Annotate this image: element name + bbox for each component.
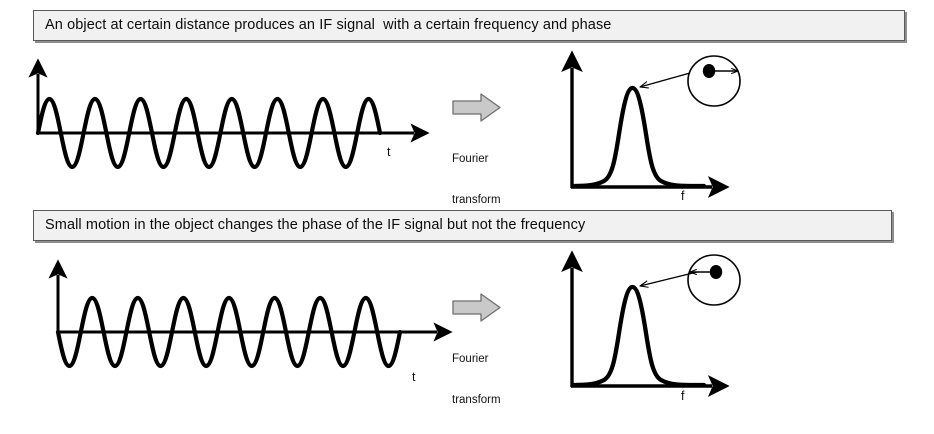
- figure-canvas: An object at certain distance produces a…: [28, 10, 905, 406]
- frequency-axis-label-bottom: f: [681, 389, 685, 403]
- fourier-transform-label-top: Fourier transform: [452, 126, 501, 234]
- fourier-arrow-bottom: [452, 293, 501, 322]
- object-marker-bottom: [687, 254, 741, 306]
- object-dot-icon: [709, 265, 723, 279]
- time-plot-bottom-waveform: [55, 295, 403, 369]
- circle-with-dot-icon: [687, 254, 741, 306]
- fourier-transform-label-bottom: Fourier transform: [452, 326, 501, 434]
- block-arrow-right-icon: [452, 293, 501, 322]
- fourier-transform-label-bottom-line2: transform: [452, 393, 501, 406]
- banner-top: An object at certain distance produces a…: [33, 10, 905, 41]
- frequency-axis-label-top: f: [681, 189, 685, 203]
- object-dot-icon: [702, 64, 716, 78]
- fourier-transform-label-top-line1: Fourier: [452, 153, 489, 165]
- banner-top-text: An object at certain distance produces a…: [45, 17, 612, 34]
- fourier-arrow-top: [452, 93, 501, 122]
- diagram-artwork: [28, 50, 741, 397]
- spectrum-plot-bottom-curve: [571, 284, 707, 388]
- banner-bottom: Small motion in the object changes the p…: [33, 210, 892, 241]
- time-axis-label-bottom: t: [412, 370, 416, 384]
- time-plot-top-waveform: [35, 96, 383, 170]
- time-plot-bottom: [48, 259, 453, 369]
- banner-bottom-text: Small motion in the object changes the p…: [45, 217, 586, 234]
- pointer-arrow-bottom: [640, 271, 698, 286]
- spectrum-plot-bottom: [561, 250, 730, 397]
- spectrum-plot-top-curve: [571, 85, 707, 189]
- fourier-transform-label-top-line2: transform: [452, 193, 501, 206]
- pointer-arrow-top: [640, 72, 691, 87]
- time-axis-label-top: t: [387, 145, 391, 159]
- object-marker-top: [687, 55, 741, 107]
- time-plot-top: [28, 58, 430, 170]
- spectrum-plot-top: [561, 50, 730, 198]
- block-arrow-right-icon: [452, 93, 501, 122]
- fourier-transform-label-bottom-line1: Fourier: [452, 353, 489, 365]
- circle-with-dot-icon: [687, 55, 741, 107]
